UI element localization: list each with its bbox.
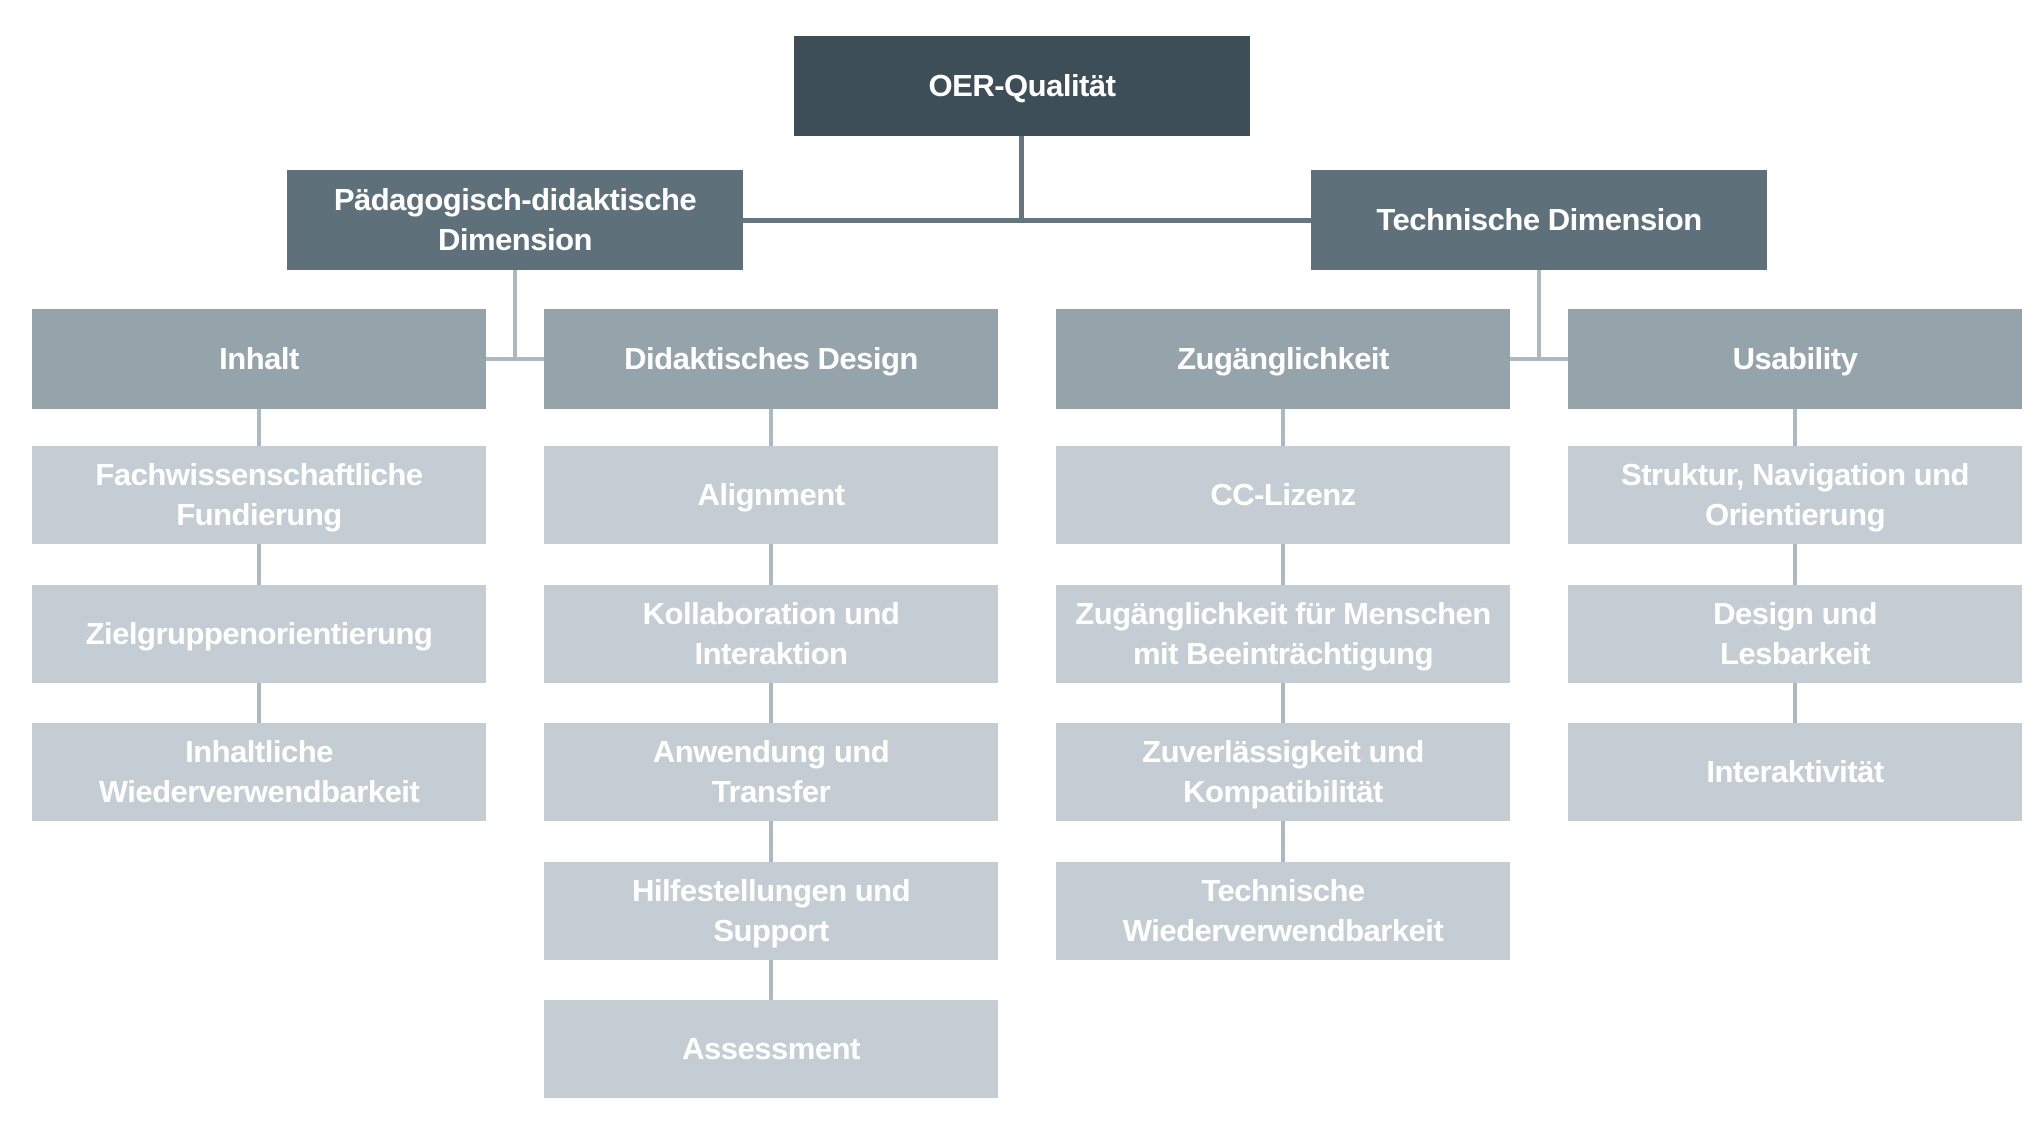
node-technische-dimension: Technische Dimension [1311,170,1767,270]
item-assessment: Assessment [544,1000,998,1098]
node-inhalt: Inhalt [32,309,486,409]
connector-col3-seg3 [1281,683,1285,723]
item-zuverlaessigkeit-und-kompatibilitaet: Zuverlässigkeit und Kompatibilität [1056,723,1510,821]
item-fachwissenschaftliche-fundierung: Fachwissenschaftliche Fundierung [32,446,486,544]
connector-col2-seg3 [769,683,773,723]
item-interaktivitaet: Interaktivität [1568,723,2022,821]
node-oer-qualitaet: OER-Qualität [794,36,1250,136]
item-design-und-lesbarkeit: Design und Lesbarkeit [1568,585,2022,683]
item-anwendung-und-transfer: Anwendung und Transfer [544,723,998,821]
item-cc-lizenz: CC-Lizenz [1056,446,1510,544]
connector-inhalt-didaktisches-stub [486,357,544,361]
connector-zugaenglichkeit-usability-stub [1510,357,1568,361]
connector-col4-seg3 [1793,683,1797,723]
connector-col2-seg2 [769,544,773,585]
connector-col3-seg1 [1281,409,1285,446]
item-zielgruppenorientierung: Zielgruppenorientierung [32,585,486,683]
connector-root-vertical [1019,136,1024,223]
connector-col1-seg1 [257,409,261,446]
connector-col1-seg2 [257,544,261,585]
connector-dim1-vertical [513,270,517,359]
connector-col2-seg5 [769,960,773,1000]
connector-col2-seg1 [769,409,773,446]
item-technische-wiederverwendbarkeit: Technische Wiederverwendbarkeit [1056,862,1510,960]
item-inhaltliche-wiederverwendbarkeit: Inhaltliche Wiederverwendbarkeit [32,723,486,821]
node-didaktisches-design: Didaktisches Design [544,309,998,409]
connector-col3-seg2 [1281,544,1285,585]
connector-col1-seg3 [257,683,261,723]
connector-col4-seg2 [1793,544,1797,585]
connector-root-horizontal [743,218,1311,223]
connector-dim2-vertical [1537,270,1541,359]
item-kollaboration-und-interaktion: Kollaboration und Interaktion [544,585,998,683]
item-alignment: Alignment [544,446,998,544]
node-usability: Usability [1568,309,2022,409]
node-paedagogisch-didaktische-dimension: Pädagogisch-didaktische Dimension [287,170,743,270]
item-struktur-navigation-orientierung: Struktur, Navigation und Orientierung [1568,446,2022,544]
item-hilfestellungen-und-support: Hilfestellungen und Support [544,862,998,960]
node-zugaenglichkeit: Zugänglichkeit [1056,309,1510,409]
item-zugaenglichkeit-fuer-menschen: Zugänglichkeit für Menschen mit Beeinträ… [1056,585,1510,683]
connector-col2-seg4 [769,821,773,862]
connector-col3-seg4 [1281,821,1285,862]
connector-col4-seg1 [1793,409,1797,446]
